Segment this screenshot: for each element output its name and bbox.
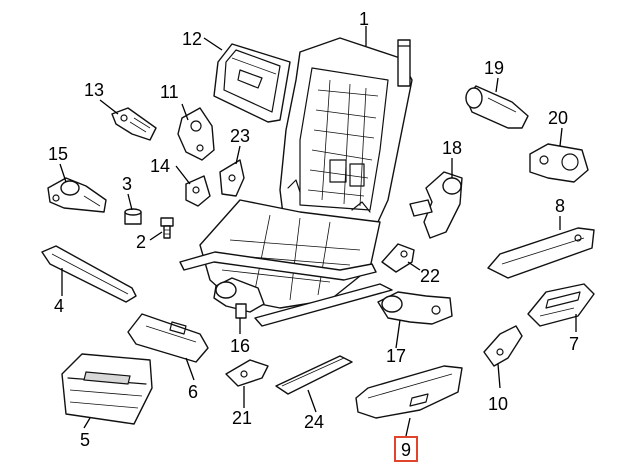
label-part-8: 8: [555, 196, 565, 216]
motor-part-17[interactable]: [377, 291, 453, 325]
tray-part-5[interactable]: [61, 353, 153, 425]
label-part-23: 23: [230, 126, 250, 146]
cover-part-9[interactable]: [355, 365, 463, 419]
clip-part-14[interactable]: [185, 175, 211, 207]
trim-part-6[interactable]: [127, 313, 209, 363]
trim-part-4[interactable]: [41, 245, 137, 303]
label-part-10: 10: [488, 394, 508, 414]
label-part-21: 21: [232, 408, 252, 428]
label-part-13: 13: [84, 80, 104, 100]
motor-part-16[interactable]: [213, 277, 265, 319]
seat-frame-part-1[interactable]: [179, 37, 413, 327]
label-part-16: 16: [230, 336, 250, 356]
label-part-12: 12: [182, 29, 202, 49]
label-part-3: 3: [122, 174, 132, 194]
label-part-15: 15: [48, 144, 68, 164]
label-part-6: 6: [188, 382, 198, 402]
motor-part-15[interactable]: [47, 177, 107, 213]
gear-part-20[interactable]: [529, 143, 589, 183]
leader-lines: [59, 26, 577, 437]
label-part-5: 5: [80, 430, 90, 450]
bracket-part-11[interactable]: [177, 107, 215, 161]
label-part-7: 7: [569, 334, 579, 354]
trim-part-10[interactable]: [483, 325, 523, 367]
label-part-2: 2: [136, 232, 146, 252]
bolt-part-2[interactable]: [160, 217, 174, 239]
nut-part-3[interactable]: [124, 208, 142, 225]
label-part-19: 19: [484, 58, 504, 78]
label-part-20: 20: [548, 108, 568, 128]
label-part-18: 18: [442, 138, 462, 158]
trim-part-24[interactable]: [275, 355, 353, 395]
label-part-9[interactable]: 9: [401, 440, 411, 460]
bracket-part-21[interactable]: [225, 359, 269, 387]
part-labels: 1 12 13 11 23 14 15 3 2 4 16 6 5 21 24 2…: [48, 9, 579, 462]
bracket-part-23[interactable]: [219, 159, 245, 197]
highlight-box-part-9: [394, 436, 418, 462]
trim-part-8[interactable]: [487, 227, 595, 279]
motor-part-18[interactable]: [409, 171, 463, 239]
motor-part-19[interactable]: [465, 85, 529, 129]
label-part-1: 1: [359, 9, 369, 29]
label-part-11: 11: [160, 82, 179, 102]
switch-panel-part-7[interactable]: [527, 283, 595, 327]
label-part-24: 24: [304, 412, 324, 432]
back-panel-part-12[interactable]: [213, 43, 291, 123]
clip-part-13[interactable]: [111, 107, 157, 141]
label-part-4: 4: [54, 296, 64, 316]
label-part-14: 14: [150, 156, 170, 176]
label-part-17: 17: [386, 346, 406, 366]
label-part-22: 22: [420, 266, 440, 286]
bracket-part-22[interactable]: [381, 243, 415, 273]
